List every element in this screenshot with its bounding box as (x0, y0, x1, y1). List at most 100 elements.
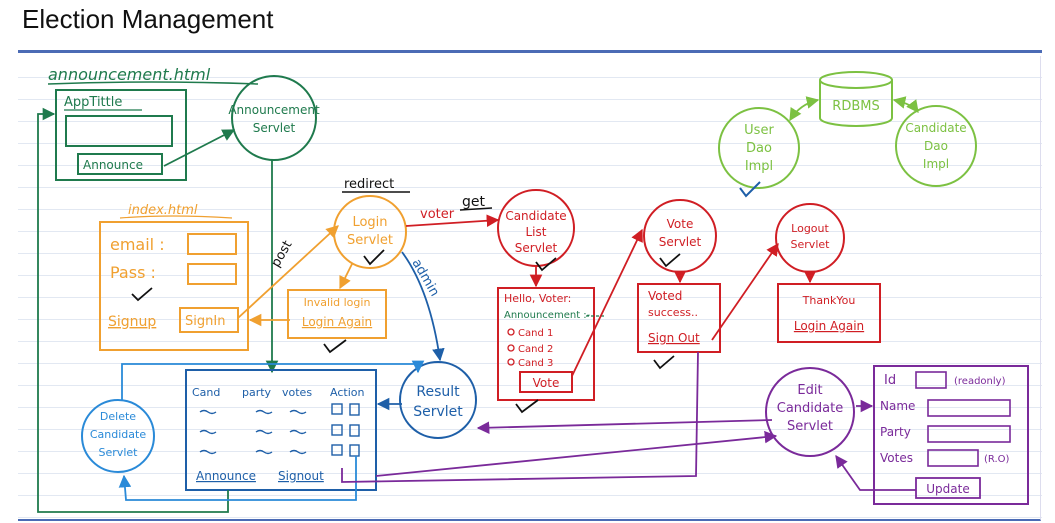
row3-edit-icon[interactable] (331, 444, 343, 456)
result-servlet-circle (399, 361, 477, 439)
result-servlet-line2: Servlet (413, 404, 463, 420)
vote-button[interactable] (519, 371, 573, 393)
admin-label: admin (409, 257, 442, 300)
voter-label: voter (420, 207, 455, 222)
table-announce-link[interactable]: Announce (196, 469, 256, 483)
arrow-rdbms-candidatedao (892, 96, 919, 114)
row1-edit-icon[interactable] (331, 403, 343, 415)
vote-servlet-line2: Servlet (659, 235, 702, 249)
arrow-update-to-edit-servlet (835, 454, 916, 491)
candidate-dao: Candidate Dao Impl (895, 105, 977, 187)
arrow-userdao-rdbms (789, 96, 820, 122)
thankyou-login-again-link[interactable]: Login Again (794, 319, 864, 333)
row2-votes (289, 429, 307, 435)
voter-page: Hello, Voter: Announcement :- Cand 1 Can… (497, 287, 606, 414)
row3-cand (199, 449, 217, 455)
candidate-list-servlet: Candidate List Servlet (497, 189, 575, 272)
arrow-announce-back-to-page (37, 107, 229, 513)
redirect-label: redirect (344, 177, 394, 192)
announcement-servlet: Announcement Servlet (228, 75, 320, 161)
announcement-page-box (55, 89, 187, 181)
rdbms-cylinder-top (819, 71, 893, 89)
row3-party (255, 449, 273, 455)
announcement-textarea[interactable] (65, 115, 173, 147)
cand1-radio[interactable] (507, 328, 515, 336)
cand3-radio[interactable] (507, 358, 515, 366)
header-action: Action (330, 386, 364, 399)
header-party: party (242, 386, 272, 399)
update-button[interactable] (915, 477, 981, 499)
cand1-label: Cand 1 (518, 328, 553, 339)
delete-servlet-line3: Servlet (99, 446, 139, 459)
voter-check-icon (515, 399, 539, 414)
arrow-signout-to-logout (711, 242, 779, 341)
email-input[interactable] (187, 233, 237, 255)
candidate-list-line1: Candidate (505, 209, 566, 223)
update-button-label: Update (926, 482, 969, 496)
user-dao-check-icon (739, 181, 761, 198)
announce-button-label: Announce (83, 158, 143, 172)
vote-success-check-icon (653, 355, 675, 370)
row2-trash-icon[interactable] (349, 424, 360, 437)
candidate-dao-line3: Impl (923, 157, 949, 171)
pass-input[interactable] (187, 263, 237, 285)
arrow-trash-to-delete (118, 456, 357, 501)
party-input[interactable] (927, 425, 1011, 443)
row1-trash-icon[interactable] (349, 403, 360, 416)
announcement-servlet-line1: Announcement (228, 103, 320, 117)
row2-edit-icon[interactable] (331, 424, 343, 436)
edit-servlet-line3: Servlet (787, 419, 833, 434)
index-page: index.html email : Pass : Signup SignIn (99, 203, 249, 351)
logout-servlet-line2: Servlet (791, 238, 831, 251)
edit-servlet-line2: Candidate (777, 401, 843, 416)
announce-button[interactable] (77, 153, 163, 175)
announcement-filename: announcement.html (48, 65, 211, 84)
user-dao-line3: Impl (745, 159, 773, 174)
thankyou-rect (777, 283, 881, 343)
vote-signout-link[interactable]: Sign Out (648, 331, 700, 345)
vote-success-rect (637, 283, 721, 353)
row1-cand (199, 409, 217, 415)
invalid-login-rect (287, 289, 387, 339)
name-input[interactable] (927, 399, 1011, 417)
login-servlet-line1: Login (352, 215, 387, 230)
vote-servlet-line1: Vote (667, 217, 694, 231)
row3-trash-icon[interactable] (349, 444, 360, 457)
delete-servlet-line1: Delete (100, 410, 136, 423)
table-signout-link[interactable]: Signout (278, 469, 324, 483)
arrow-signin-to-login (237, 225, 339, 319)
signin-button[interactable] (179, 307, 239, 333)
invalid-check-icon (323, 339, 347, 354)
login-again-link[interactable]: Login Again (302, 315, 372, 329)
id-input (915, 371, 947, 389)
vote-success-box: Voted success.. Sign Out (637, 283, 721, 370)
candidate-list-check-icon (535, 257, 557, 272)
result-servlet-line1: Result (416, 384, 460, 400)
voter-page-box (497, 287, 595, 401)
candidate-dao-circle (895, 105, 977, 187)
user-dao-circle (718, 107, 800, 189)
edit-form: Id (readonly) Name Party Votes (R.O) Upd… (873, 365, 1029, 505)
admin-table-box (185, 369, 377, 491)
page-title: Election Management (22, 4, 274, 34)
get-underline (459, 207, 493, 211)
candidate-list-line2: List (526, 225, 547, 239)
header-votes: votes (282, 386, 312, 399)
user-dao: User Dao Impl (718, 107, 800, 198)
signup-link[interactable]: Signup (108, 314, 156, 330)
voter-greeting: Hello, Voter: (504, 292, 571, 305)
index-page-box (99, 221, 249, 351)
edit-servlet-circle (765, 367, 855, 457)
cand2-radio[interactable] (507, 344, 515, 352)
login-servlet: Login Servlet (333, 195, 407, 269)
delete-servlet-line2: Candidate (90, 428, 146, 441)
logout-servlet: Logout Servlet (775, 203, 845, 273)
rdbms-label: RDBMS (832, 99, 879, 114)
arrow-announce-to-servlet (163, 129, 236, 167)
row2-cand (199, 429, 217, 435)
candidate-dao-line1: Candidate (905, 121, 966, 135)
row2-party (255, 429, 273, 435)
invalid-login-line1: Invalid login (304, 296, 371, 309)
index-filename: index.html (128, 203, 198, 218)
row3-votes (289, 449, 307, 455)
